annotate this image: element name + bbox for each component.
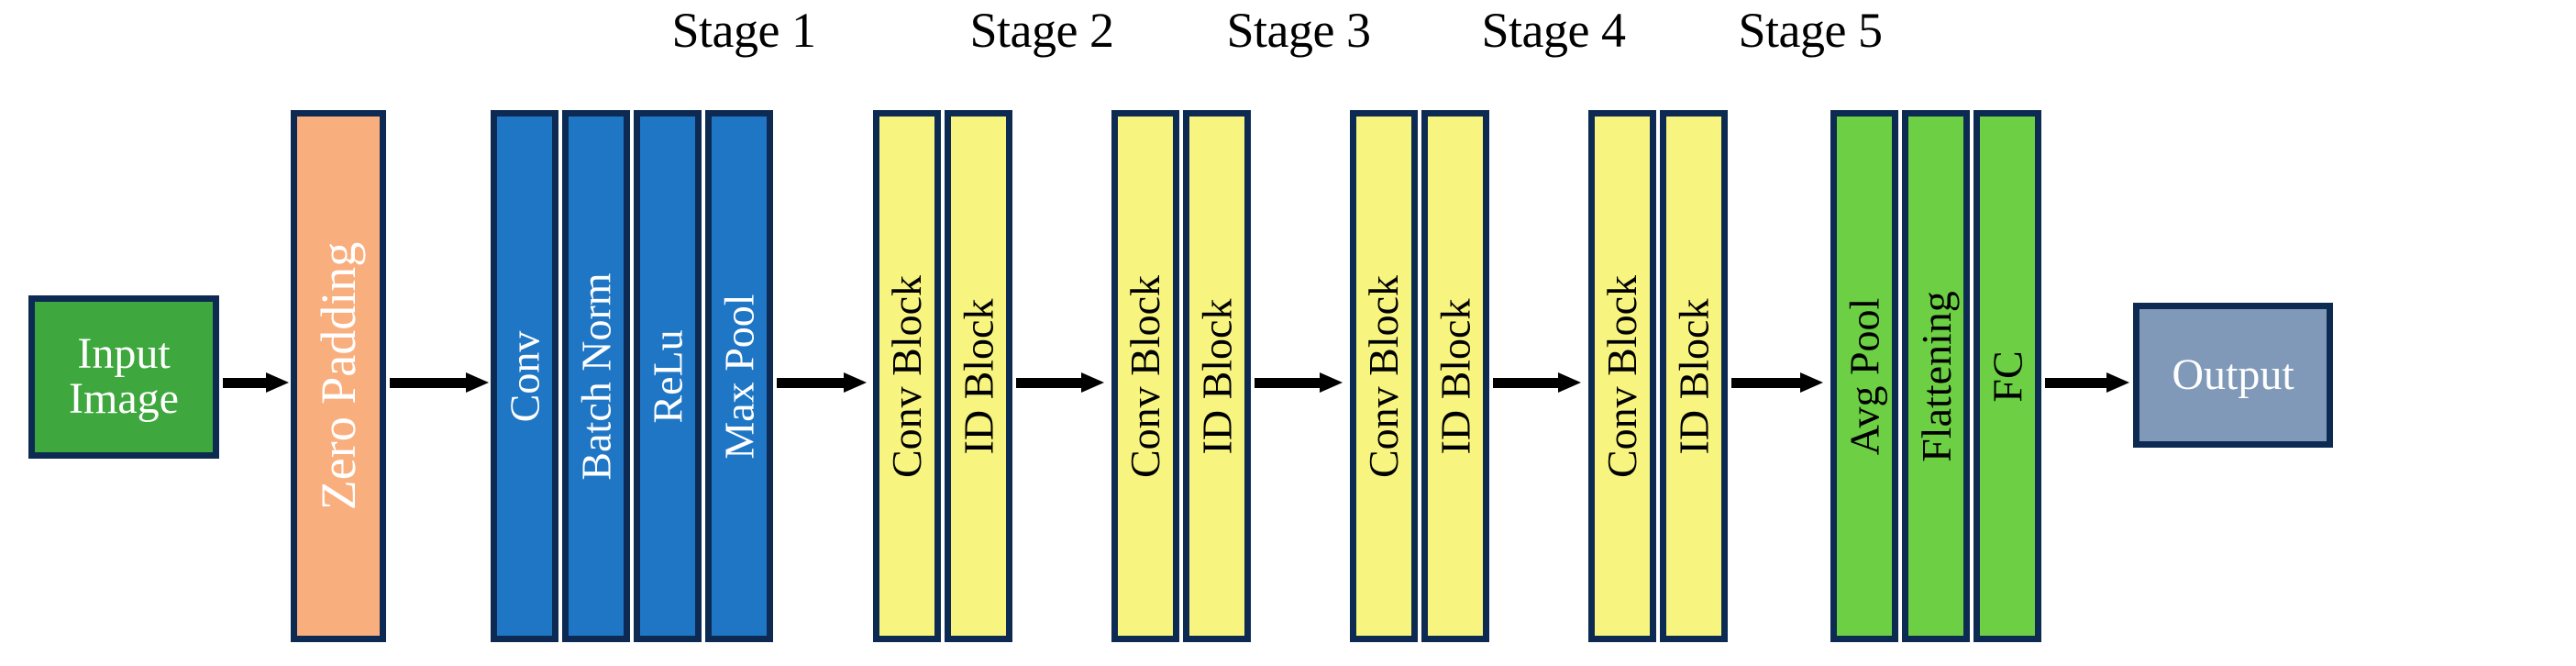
block-input-image-label: Input Image	[69, 329, 179, 423]
stage-label-4: Stage 4	[1481, 3, 1626, 58]
block-stage5-id-block: ID Block	[1660, 110, 1728, 642]
block-stage2-id-block-label: ID Block	[955, 298, 1002, 454]
block-input-image: Input Image	[28, 295, 219, 459]
block-stage4-id-block-label: ID Block	[1432, 298, 1479, 454]
block-stage2-id-block: ID Block	[945, 110, 1012, 642]
block-stage3-conv-block: Conv Block	[1111, 110, 1179, 642]
stage-label-2: Stage 2	[969, 3, 1114, 58]
block-stage5-id-block-label: ID Block	[1670, 298, 1718, 454]
arrow-stage3-to-stage4	[1255, 372, 1343, 393]
arrow-stage4-to-stage5	[1493, 372, 1581, 393]
block-zero-padding-label: Zero Padding	[311, 241, 367, 511]
block-max-pool-label: Max Pool	[715, 293, 763, 460]
arrow-stage1-to-stage2	[777, 372, 867, 393]
block-output-label: Output	[2172, 350, 2294, 399]
arrow-zeropad-to-stage1	[390, 372, 489, 393]
stage-label-1: Stage 1	[671, 3, 816, 58]
block-flattening-label: Flattening	[1912, 290, 1960, 462]
stage-label-3: Stage 3	[1226, 3, 1371, 58]
block-output: Output	[2133, 303, 2333, 448]
arrow-head-to-output	[2045, 372, 2129, 393]
block-stage3-conv-block-label: Conv Block	[1122, 274, 1169, 478]
stage-label-5: Stage 5	[1738, 3, 1883, 58]
block-stage4-conv-block: Conv Block	[1350, 110, 1418, 642]
block-stage2-conv-block-label: Conv Block	[883, 274, 931, 478]
block-stage2-conv-block: Conv Block	[873, 110, 941, 642]
block-zero-padding: Zero Padding	[291, 110, 386, 642]
block-relu-label: ReLu	[644, 328, 691, 424]
block-conv: Conv	[491, 110, 558, 642]
block-stage3-id-block: ID Block	[1183, 110, 1251, 642]
block-avg-pool: Avg Pool	[1830, 110, 1898, 642]
block-stage4-conv-block-label: Conv Block	[1360, 274, 1408, 478]
block-stage3-id-block-label: ID Block	[1193, 298, 1241, 454]
block-fc-label: FC	[1984, 350, 2031, 403]
arrow-stage5-to-head	[1731, 372, 1823, 393]
block-batch-norm-label: Batch Norm	[572, 272, 620, 481]
block-batch-norm: Batch Norm	[562, 110, 630, 642]
block-avg-pool-label: Avg Pool	[1841, 297, 1888, 455]
block-relu: ReLu	[634, 110, 702, 642]
block-flattening: Flattening	[1902, 110, 1970, 642]
block-fc: FC	[1973, 110, 2041, 642]
block-conv-label: Conv	[501, 330, 548, 422]
arrow-input-to-zeropad	[223, 372, 289, 393]
arrow-stage2-to-stage3	[1016, 372, 1104, 393]
block-stage4-id-block: ID Block	[1421, 110, 1489, 642]
block-stage5-conv-block-label: Conv Block	[1598, 274, 1646, 478]
block-stage5-conv-block: Conv Block	[1588, 110, 1656, 642]
block-max-pool: Max Pool	[705, 110, 773, 642]
